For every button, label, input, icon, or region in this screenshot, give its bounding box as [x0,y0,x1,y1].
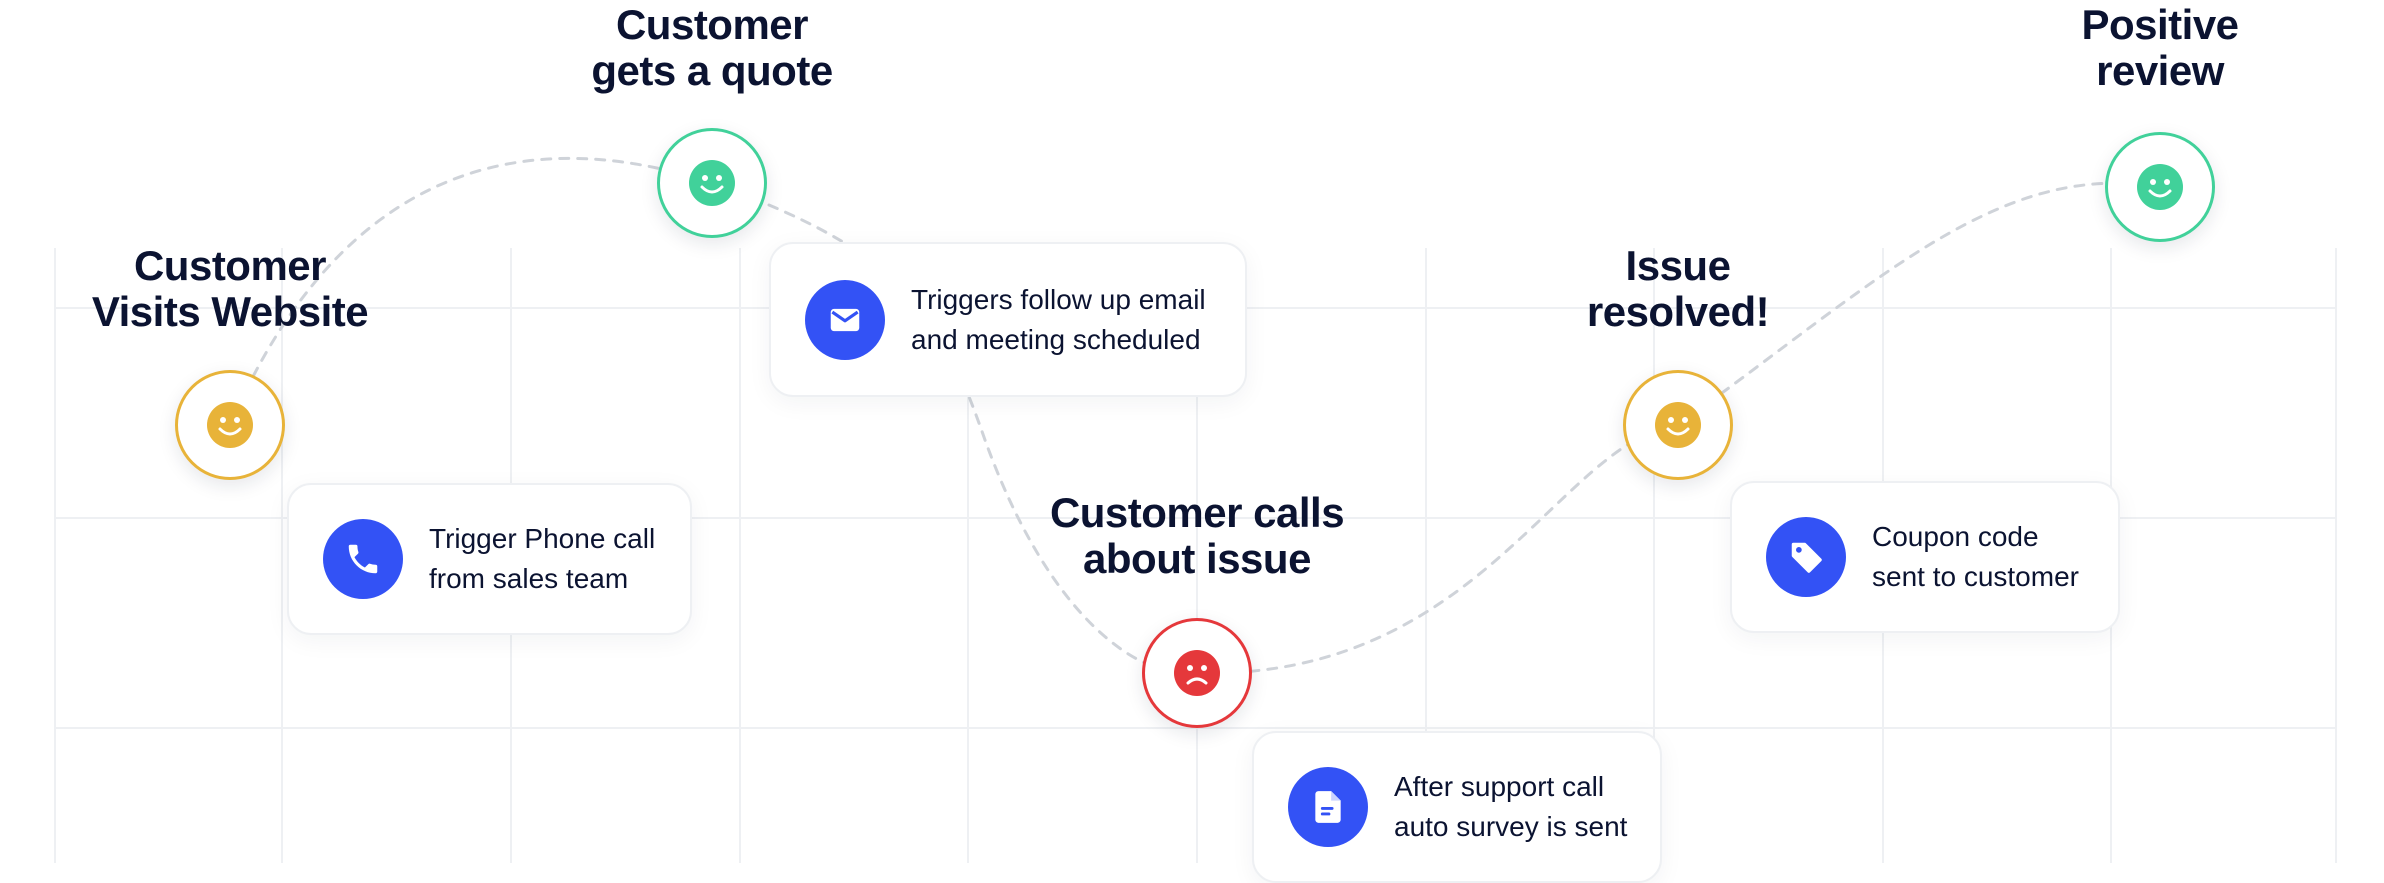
action-card-phone: Trigger Phone call from sales team [287,483,692,635]
smile-face-icon [207,402,253,448]
action-card-text: After support call auto survey is sent [1394,767,1627,847]
action-card-email: Triggers follow up email and meeting sch… [769,242,1247,397]
action-card-text: Coupon code sent to customer [1872,517,2079,597]
stage-title-visit: Customer Visits Website [91,242,369,335]
stage-title-quote: Customer gets a quote [591,1,833,94]
stage-node-resolved [1623,370,1733,480]
action-card-coupon: Coupon code sent to customer [1730,481,2120,633]
envelope-icon [805,279,885,360]
phone-icon [323,519,403,599]
action-card-line: Triggers follow up email [911,283,1206,315]
frown-face-icon [1174,650,1220,696]
action-card-line: sent to customer [1872,561,2079,592]
stage-title-resolved: Issue resolved! [1586,242,1770,335]
stage-title-line: Issue [1625,242,1731,289]
action-card-line: from sales team [429,563,629,594]
action-card-line: auto survey is sent [1394,811,1628,842]
smile-face-icon [2137,164,2183,210]
action-card-line: Trigger Phone call [429,523,656,554]
stage-title-line: resolved! [1586,288,1770,335]
stage-title-line: about issue [1083,535,1311,582]
stage-node-review [2105,132,2215,242]
action-card-text: Trigger Phone call from sales team [429,519,655,599]
stage-title-calls: Customer calls about issue [1049,489,1345,582]
stage-node-visit [175,370,285,480]
action-card-line: Coupon code [1872,521,2039,552]
stage-title-line: review [2096,47,2224,94]
stage-title-review: Positive review [2081,1,2239,94]
stage-node-calls [1142,618,1252,728]
stage-title-line: gets a quote [591,47,833,94]
smile-face-icon [1655,402,1701,448]
journey-curve [228,156,2162,676]
action-card-text: Triggers follow up email and meeting sch… [911,280,1206,360]
stage-title-line: Customer calls [1049,489,1345,536]
action-card-line: After support call [1394,771,1605,802]
document-icon [1288,767,1368,847]
stage-title-line: Customer [615,1,809,48]
stage-title-line: Visits Website [91,288,369,335]
smile-face-icon [689,160,735,206]
action-card-line: and meeting scheduled [911,323,1201,355]
stage-title-line: Customer [133,242,327,289]
journey-path [228,156,2162,676]
action-card-survey: After support call auto survey is sent [1252,731,1662,883]
tag-icon [1766,517,1846,597]
stage-title-line: Positive [2081,1,2239,48]
stage-node-quote [657,128,767,238]
